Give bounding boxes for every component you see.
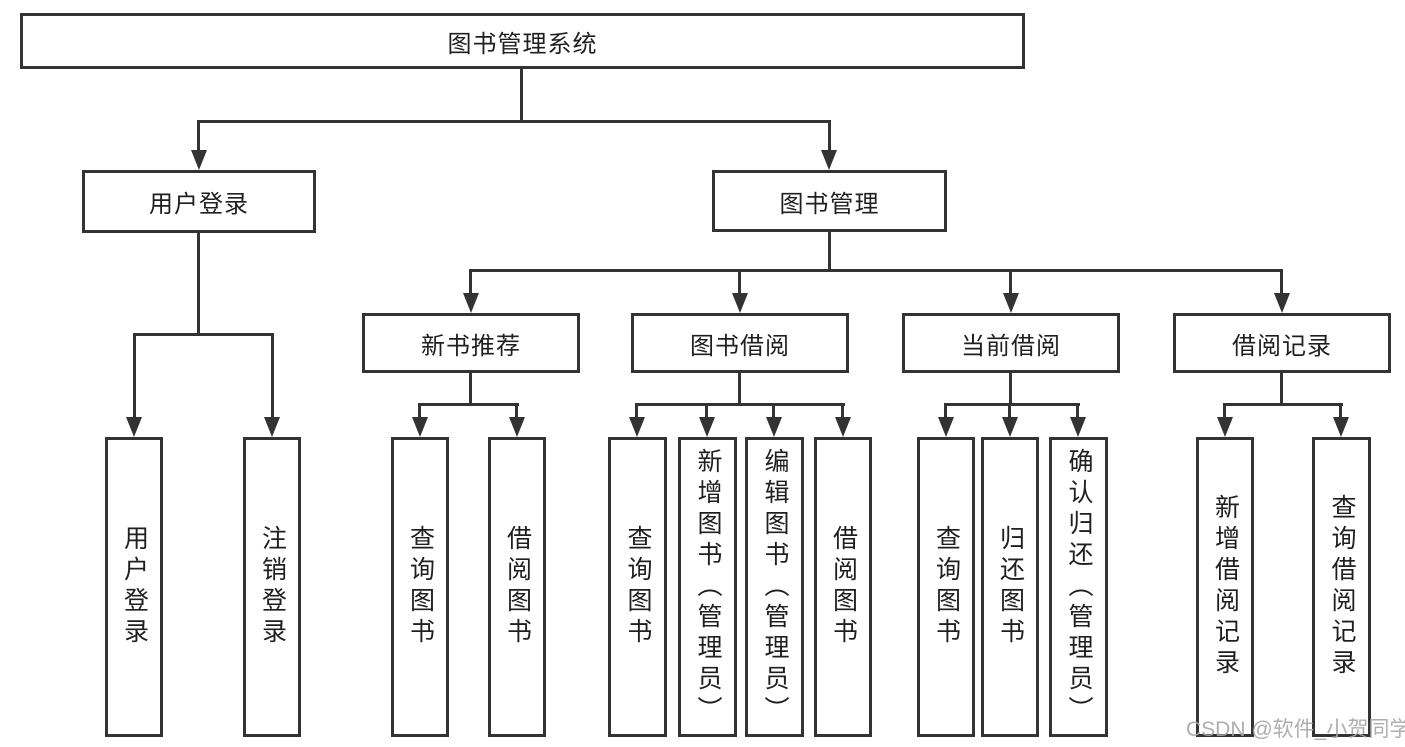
connector-segment — [635, 403, 638, 419]
node-root: 图书管理系统 — [20, 13, 1025, 69]
node-label: 编辑图书（管理员） — [761, 447, 789, 727]
leaf-borrow-books: 借阅图书 — [814, 437, 872, 737]
node-label: 当前借阅 — [961, 332, 1061, 360]
connector-segment — [1009, 373, 1012, 406]
connector-segment — [705, 403, 708, 419]
node-label: 借阅图书 — [829, 525, 858, 649]
connector-segment — [1223, 403, 1226, 419]
leaf-add-books-admin: 新增图书（管理员） — [678, 437, 737, 737]
arrow-down-icon — [1070, 417, 1086, 437]
connector-segment — [197, 233, 200, 336]
csdn-watermark: CSDN @软件_小贺同学 — [1186, 718, 1405, 741]
leaf-return-books: 归还图书 — [981, 437, 1039, 737]
node-label: 用户登录 — [149, 191, 249, 218]
arrow-down-icon — [938, 417, 954, 437]
node-label: 查询图书 — [932, 525, 961, 649]
leaf-query-books-borrowing: 查询图书 — [608, 437, 667, 737]
node-label: 借阅图书 — [503, 525, 532, 649]
node-label: 新增图书（管理员） — [694, 447, 722, 727]
connector-segment — [772, 403, 775, 419]
arrow-down-icon — [1002, 417, 1018, 437]
leaf-borrow-books-recommend: 借阅图书 — [488, 437, 546, 737]
node-book-management: 图书管理 — [712, 170, 947, 232]
arrow-down-icon — [1274, 293, 1290, 313]
arrow-down-icon — [1217, 417, 1233, 437]
node-label: 查询图书 — [406, 525, 435, 649]
node-label: 注销登录 — [258, 525, 287, 649]
connector-segment — [1280, 269, 1283, 296]
arrow-down-icon — [732, 293, 748, 313]
node-label: 图书管理系统 — [447, 30, 598, 58]
node-book-borrowing: 图书借阅 — [631, 313, 849, 373]
node-label: 图书管理 — [779, 190, 880, 218]
connector-segment — [1009, 269, 1012, 296]
node-label: 图书借阅 — [690, 332, 790, 360]
arrow-down-icon — [1333, 417, 1349, 437]
connector-segment — [1223, 403, 1343, 406]
leaf-add-borrow-record: 新增借阅记录 — [1196, 437, 1254, 737]
node-user-login: 用户登录 — [82, 170, 316, 233]
arrow-down-icon — [1003, 293, 1019, 313]
connector-segment — [197, 120, 200, 152]
connector-segment — [418, 403, 421, 419]
arrow-down-icon — [766, 417, 782, 437]
connector-segment — [418, 403, 519, 406]
node-label: 查询图书 — [624, 525, 652, 649]
node-label: 新书推荐 — [421, 332, 521, 360]
connector-segment — [197, 120, 830, 123]
arrow-down-icon — [835, 417, 851, 437]
leaf-user-login: 用户登录 — [105, 437, 163, 737]
node-label: 新增借阅记录 — [1211, 494, 1240, 680]
leaf-confirm-return-admin: 确认归还（管理员） — [1049, 437, 1108, 737]
leaf-query-books-current: 查询图书 — [917, 437, 975, 737]
connector-segment — [635, 403, 845, 406]
connector-segment — [469, 373, 472, 406]
node-borrowing-records: 借阅记录 — [1173, 313, 1391, 373]
connector-segment — [520, 69, 523, 123]
connector-segment — [133, 333, 136, 419]
node-label: 借阅记录 — [1232, 332, 1332, 360]
connector-segment — [1280, 373, 1283, 406]
connector-segment — [738, 269, 741, 296]
connector-segment — [738, 373, 741, 406]
arrow-down-icon — [463, 293, 479, 313]
arrow-down-icon — [699, 417, 715, 437]
connector-segment — [1339, 403, 1342, 419]
connector-segment — [271, 333, 274, 419]
leaf-edit-books-admin: 编辑图书（管理员） — [745, 437, 804, 737]
arrow-down-icon — [629, 417, 645, 437]
arrow-down-icon — [264, 417, 280, 437]
node-current-borrowing: 当前借阅 — [902, 313, 1120, 373]
leaf-query-borrow-record: 查询借阅记录 — [1312, 437, 1371, 737]
node-label: 归还图书 — [996, 525, 1025, 649]
node-label: 查询借阅记录 — [1328, 494, 1356, 680]
connector-segment — [828, 120, 831, 152]
node-new-book-recommend: 新书推荐 — [362, 313, 580, 373]
connector-segment — [470, 269, 1283, 272]
connector-segment — [1008, 403, 1011, 419]
connector-segment — [828, 232, 831, 272]
node-label: 确认归还（管理员） — [1065, 447, 1093, 727]
connector-segment — [515, 403, 518, 419]
node-label: 用户登录 — [120, 525, 149, 649]
arrow-down-icon — [821, 150, 837, 170]
connector-segment — [133, 333, 274, 336]
leaf-query-books-recommend: 查询图书 — [391, 437, 449, 737]
connector-segment — [469, 269, 472, 296]
arrow-down-icon — [509, 417, 525, 437]
arrow-down-icon — [126, 417, 142, 437]
connector-segment — [1076, 403, 1079, 419]
arrow-down-icon — [191, 150, 207, 170]
connector-segment — [944, 403, 1080, 406]
connector-segment — [841, 403, 844, 419]
arrow-down-icon — [412, 417, 428, 437]
connector-segment — [944, 403, 947, 419]
leaf-logout: 注销登录 — [243, 437, 301, 737]
